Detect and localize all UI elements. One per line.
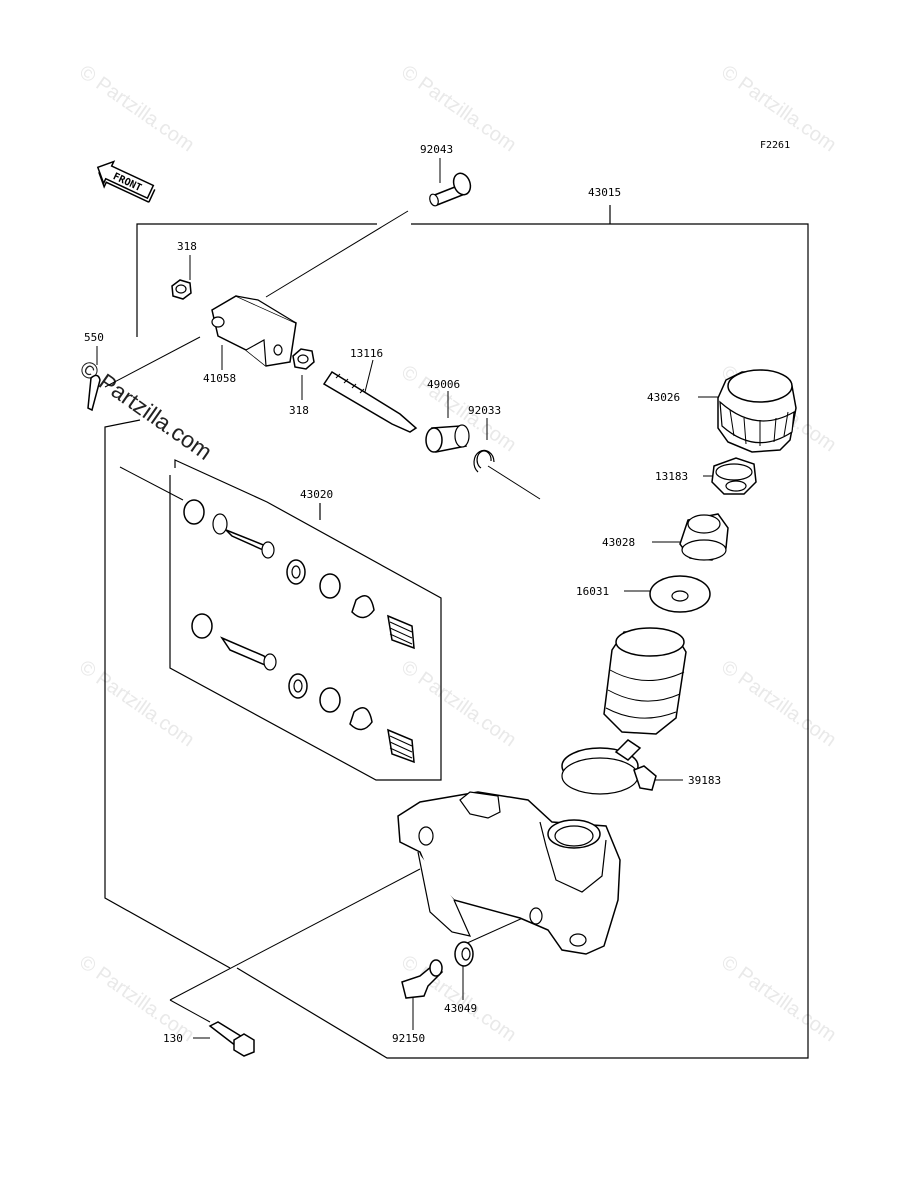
watermark: © Partzilla.com <box>717 951 840 1046</box>
clevis-41058 <box>211 295 297 367</box>
callout-43015: 43015 <box>588 186 621 199</box>
callout-43028: 43028 <box>602 536 635 549</box>
diaphragm-43028 <box>679 513 729 561</box>
watermark: © Partzilla.com <box>397 61 520 156</box>
nut-318-lower <box>292 348 315 370</box>
diagram-id: F2261 <box>760 140 790 151</box>
bolt-92150 <box>401 959 444 999</box>
nut-318-upper <box>171 279 192 300</box>
kit-contents-43020 <box>183 499 415 764</box>
watermark: © Partzilla.com <box>75 61 198 156</box>
plate-16031 <box>649 575 711 613</box>
callout-130: 130 <box>163 1032 183 1045</box>
watermark-prominent: © Partzilla.com <box>75 355 217 465</box>
washer-43049 <box>454 941 474 967</box>
bolt-130 <box>208 1021 255 1057</box>
callout-43049: 43049 <box>444 1002 477 1015</box>
reservoir <box>603 627 687 735</box>
master-cylinder-body <box>397 791 621 955</box>
watermark: © Partzilla.com <box>397 656 520 751</box>
callouts: 92043 43015 318 550 41058 318 13116 4900… <box>84 143 721 1045</box>
assembly-frame <box>104 205 809 1059</box>
clevis-pin-92043 <box>429 172 472 207</box>
callout-318-upper: 318 <box>177 240 197 253</box>
callout-92033: 92033 <box>468 404 501 417</box>
callout-318-lower: 318 <box>289 404 309 417</box>
callout-13116: 13116 <box>350 347 383 360</box>
callout-550: 550 <box>84 331 104 344</box>
callout-43020: 43020 <box>300 488 333 501</box>
circlip-92033 <box>473 449 495 473</box>
boot-49006 <box>425 424 470 453</box>
push-rod-13116 <box>322 370 418 433</box>
watermark: © Partzilla.com <box>717 656 840 751</box>
kit-frame <box>169 459 442 781</box>
callout-13183: 13183 <box>655 470 688 483</box>
reservoir-cap-43026 <box>717 369 797 453</box>
callout-43026: 43026 <box>647 391 680 404</box>
leader-lines <box>96 158 718 1039</box>
cotter-pin-550 <box>87 374 101 412</box>
callout-49006: 49006 <box>427 378 460 391</box>
callout-92150: 92150 <box>392 1032 425 1045</box>
callout-41058: 41058 <box>203 372 236 385</box>
hose-clamp-39183 <box>561 739 657 795</box>
callout-16031: 16031 <box>576 585 609 598</box>
watermark: © Partzilla.com <box>75 656 198 751</box>
front-arrow-icon: FRONT <box>96 160 156 203</box>
callout-39183: 39183 <box>688 774 721 787</box>
callout-92043: 92043 <box>420 143 453 156</box>
retainer-13183 <box>711 457 757 495</box>
